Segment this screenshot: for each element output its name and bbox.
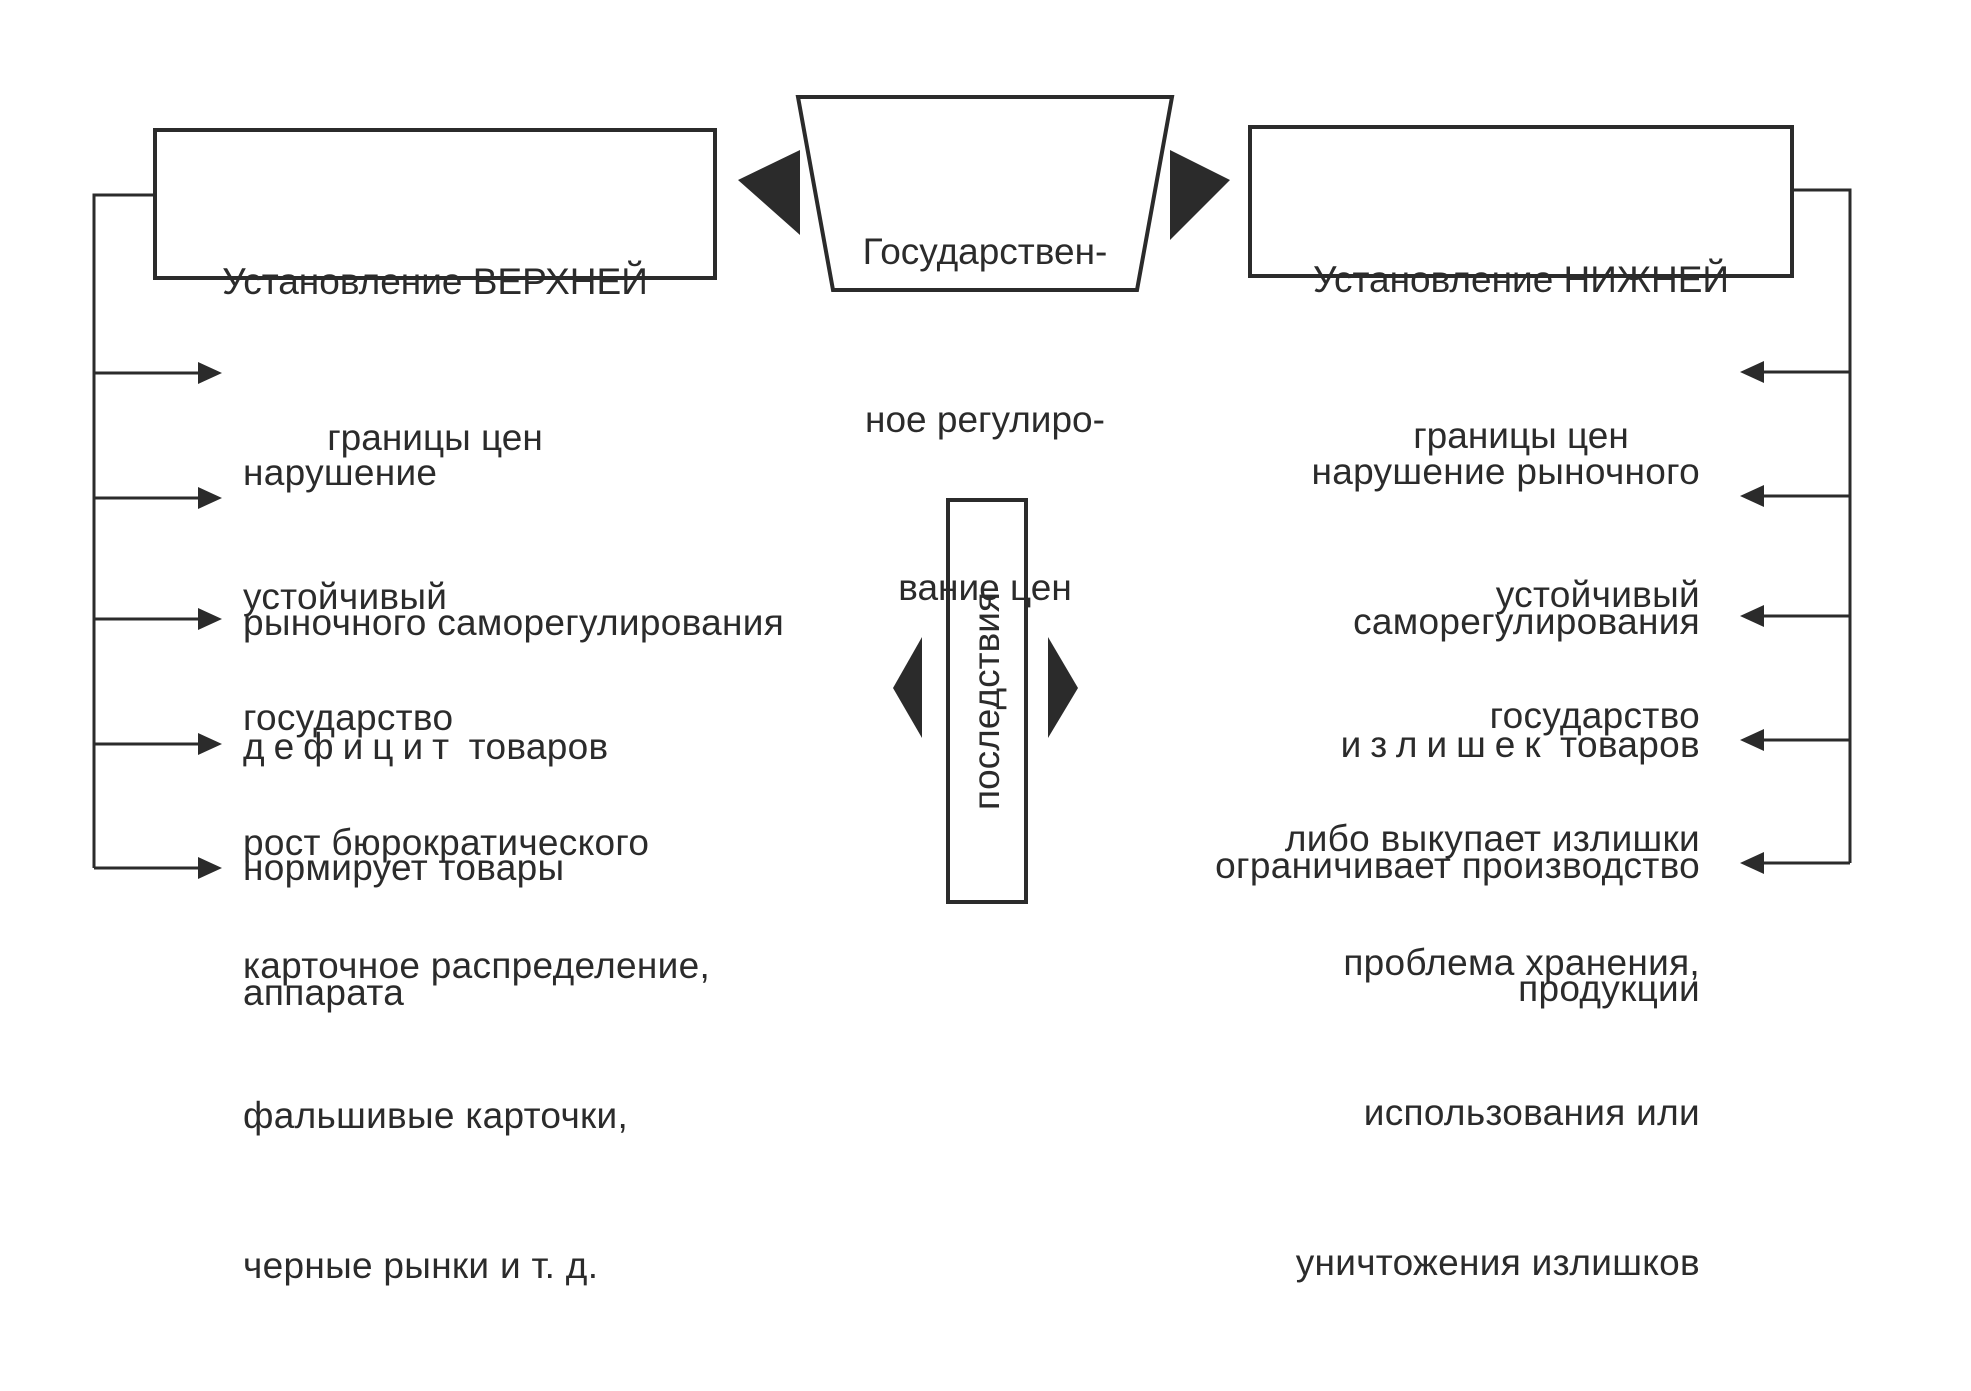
right-item-2-line-1: устойчивый — [1495, 574, 1700, 615]
left-item-2-line-2: дефицит товаров — [243, 722, 609, 772]
lower-limit-box-border — [1248, 125, 1794, 278]
left-item-4-line-1: рост бюрократического — [243, 822, 650, 863]
left-arrowhead-2 — [198, 487, 222, 509]
diagram-lines — [92, 95, 1852, 904]
right-item-5-line-2: использования или — [1363, 1092, 1700, 1133]
left-item-4-line-2: аппарата — [243, 972, 405, 1013]
right-item-3-line-2: ограничивает производство — [1215, 845, 1700, 886]
left-item-5-line-3: черные рынки и т. д. — [243, 1245, 599, 1286]
right-item-2-emphasis: излишек — [1340, 724, 1550, 765]
right-item-5-line-1: проблема хранения, — [1343, 942, 1700, 983]
right-item-1-line-1: нарушение рыночного — [1311, 451, 1700, 492]
left-item-1: нарушение рыночного саморегулирования — [243, 348, 784, 748]
left-item-3-line-2: нормирует товары — [243, 847, 565, 888]
left-item-3: государство нормирует товары — [243, 593, 564, 993]
upper-limit-box-border — [153, 128, 717, 280]
right-arrowhead-3 — [1740, 605, 1764, 627]
right-item-4-line-1: либо выкупает излишки — [1284, 818, 1700, 859]
consequences-label: последствия — [966, 592, 1007, 810]
center-title-line-2: ное регулиро- — [865, 399, 1105, 440]
right-arrowhead-2 — [1740, 485, 1764, 507]
left-item-3-line-1: государство — [243, 697, 454, 738]
center-trapezoid-border — [795, 95, 1175, 292]
state-price-regulation-box: Государствен- ное регулиро- вание цен — [810, 112, 1160, 728]
right-arrowhead-1 — [1740, 361, 1764, 383]
left-item-5-line-1: карточное распределение, — [243, 945, 711, 986]
right-item-2-rest: товаров — [1549, 724, 1700, 765]
left-bracket-line — [92, 193, 155, 868]
left-arrowhead-1 — [198, 362, 222, 384]
upper-limit-box: Установление ВЕРХНЕЙ границы цен — [155, 152, 715, 568]
left-arrowhead-5 — [198, 857, 222, 879]
left-item-5: карточное распределение, фальшивые карто… — [243, 841, 710, 1391]
left-arrowhead-4 — [198, 733, 222, 755]
right-arrowhead-5 — [1740, 852, 1764, 874]
consequences-box-border — [946, 498, 1028, 904]
right-bracket-line — [1792, 188, 1852, 863]
center-title-line-3: вание цен — [898, 567, 1072, 608]
left-item-1-line-1: нарушение — [243, 452, 438, 493]
left-item-2-line-1: устойчивый — [243, 576, 448, 617]
right-item-4: либо выкупает излишки продукции — [1285, 714, 1700, 1114]
price-regulation-diagram: Установление ВЕРХНЕЙ границы цен Установ… — [92, 95, 1852, 1286]
right-item-1-line-2: саморегулирования — [1353, 601, 1700, 642]
right-item-5: проблема хранения, использования или уни… — [1296, 838, 1700, 1388]
left-item-4: рост бюрократического аппарата — [243, 718, 649, 1118]
lower-limit-box: Установление НИЖНЕЙ границы цен — [1250, 150, 1792, 566]
left-item-2-rest: товаров — [458, 726, 609, 767]
left-item-5-line-2: фальшивые карточки, — [243, 1095, 629, 1136]
right-item-4-line-2: продукции — [1518, 968, 1700, 1009]
right-item-1: нарушение рыночного саморегулирования — [1311, 347, 1700, 747]
center-title-line-1: Государствен- — [862, 231, 1108, 272]
upper-limit-title-line-2: границы цен — [327, 417, 543, 458]
left-item-2-emphasis: дефицит — [243, 726, 459, 767]
upper-limit-title-line-1: Установление ВЕРХНЕЙ — [222, 261, 648, 302]
right-item-2-line-2: излишек товаров — [1341, 720, 1700, 770]
arrow-to-lower-box — [1170, 150, 1230, 240]
arrow-consequences-right — [1048, 637, 1078, 738]
right-item-3: государство ограничивает производство — [1215, 591, 1700, 991]
left-item-1-line-2: рыночного саморегулирования — [243, 602, 785, 643]
right-item-2: устойчивый излишек товаров — [1341, 470, 1700, 870]
lower-limit-title-line-1: Установление НИЖНЕЙ — [1312, 259, 1730, 300]
right-arrowhead-4 — [1740, 729, 1764, 751]
left-item-2: устойчивый дефицит товаров — [243, 472, 609, 872]
arrow-consequences-left — [893, 637, 922, 738]
lower-limit-title-line-2: границы цен — [1413, 415, 1629, 456]
left-arrowhead-3 — [198, 608, 222, 630]
arrow-to-upper-box — [738, 150, 800, 235]
right-item-5-line-3: уничтожения излишков — [1295, 1242, 1700, 1283]
right-item-3-line-1: государство — [1489, 695, 1700, 736]
